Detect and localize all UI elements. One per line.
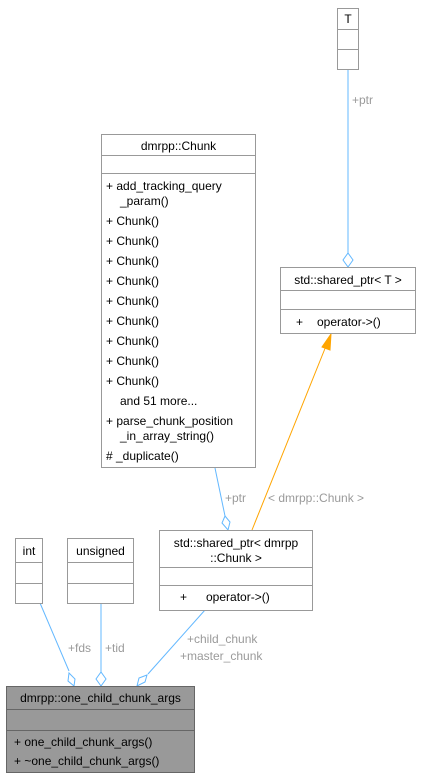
edge-label-master-chunk: +master_chunk — [180, 649, 263, 663]
member-chunk-1: + Chunk() — [106, 214, 159, 228]
class-name: int — [23, 544, 36, 558]
member-chunk-2: + Chunk() — [106, 234, 159, 248]
edge-label-fds: +fds — [68, 641, 91, 655]
member-chunk-3: + Chunk() — [106, 254, 159, 268]
class-t[interactable]: T — [337, 8, 359, 70]
class-unsigned[interactable]: unsigned — [67, 538, 134, 604]
member-add-tracking-query: + add_tracking_query — [106, 179, 222, 193]
template-arrowhead — [321, 332, 332, 351]
member-visibility: + — [180, 590, 187, 604]
class-chunk[interactable]: dmrpp::Chunk + add_tracking_query _param… — [101, 134, 256, 468]
member-parse-chunk-position: + parse_chunk_position — [106, 414, 233, 428]
member-operator-arrow: operator->() — [206, 590, 270, 604]
edge-unsigned-tid: +tid — [95, 603, 125, 687]
member-operator-arrow: operator->() — [317, 315, 381, 329]
aggregation-diamond — [95, 671, 107, 687]
edge-label-tid: +tid — [105, 641, 125, 655]
class-name: dmrpp::one_child_chunk_args — [20, 691, 181, 705]
edge-chunk-ptr: +ptr — [214, 467, 246, 532]
edge-label-child-chunk: +child_chunk — [187, 632, 258, 646]
class-name-line2: ::Chunk > — [210, 551, 262, 565]
member-chunk-6: + Chunk() — [106, 314, 159, 328]
member-add-tracking-query-cont: _param() — [119, 194, 169, 208]
aggregation-diamond — [221, 515, 231, 532]
edge-label-template-arg: < dmrpp::Chunk > — [268, 491, 364, 505]
class-name-line1: std::shared_ptr< dmrpp — [174, 536, 299, 550]
member-destructor: + ~one_child_chunk_args() — [14, 754, 159, 768]
class-int[interactable]: int — [15, 538, 43, 604]
class-name: std::shared_ptr< T > — [294, 273, 402, 287]
member-chunk-9: + Chunk() — [106, 374, 159, 388]
member-visibility: + — [296, 315, 303, 329]
aggregation-diamond — [67, 671, 76, 687]
member-chunk-7: + Chunk() — [106, 334, 159, 348]
member-chunk-8: + Chunk() — [106, 354, 159, 368]
aggregation-diamond — [342, 252, 354, 268]
class-shared-ptr-chunk[interactable]: std::shared_ptr< dmrpp ::Chunk > + opera… — [159, 530, 313, 611]
class-name: unsigned — [76, 544, 125, 558]
edge-label-ptr-t: +ptr — [352, 93, 373, 107]
class-shared-ptr-t[interactable]: std::shared_ptr< T > + operator->() — [280, 267, 416, 334]
class-one-child-chunk-args[interactable]: dmrpp::one_child_chunk_args + one_child_… — [6, 686, 195, 773]
member-chunk-4: + Chunk() — [106, 274, 159, 288]
class-name: dmrpp::Chunk — [141, 139, 217, 153]
edge-int-fds: +fds — [39, 602, 91, 687]
member-parse-chunk-position-cont: _in_array_string() — [119, 429, 214, 443]
member-more[interactable]: and 51 more... — [120, 394, 197, 408]
class-name: T — [344, 12, 352, 26]
member-constructor: + one_child_chunk_args() — [14, 735, 152, 749]
aggregation-diamond — [136, 674, 148, 687]
edge-label-ptr-chunk: +ptr — [225, 491, 246, 505]
edge-chunk-args: +child_chunk +master_chunk — [136, 609, 263, 687]
member-chunk-5: + Chunk() — [106, 294, 159, 308]
member-duplicate: # _duplicate() — [106, 449, 179, 463]
edge-t-ptr: +ptr — [342, 69, 373, 268]
edge-template-instantiation: < dmrpp::Chunk > — [251, 332, 364, 531]
